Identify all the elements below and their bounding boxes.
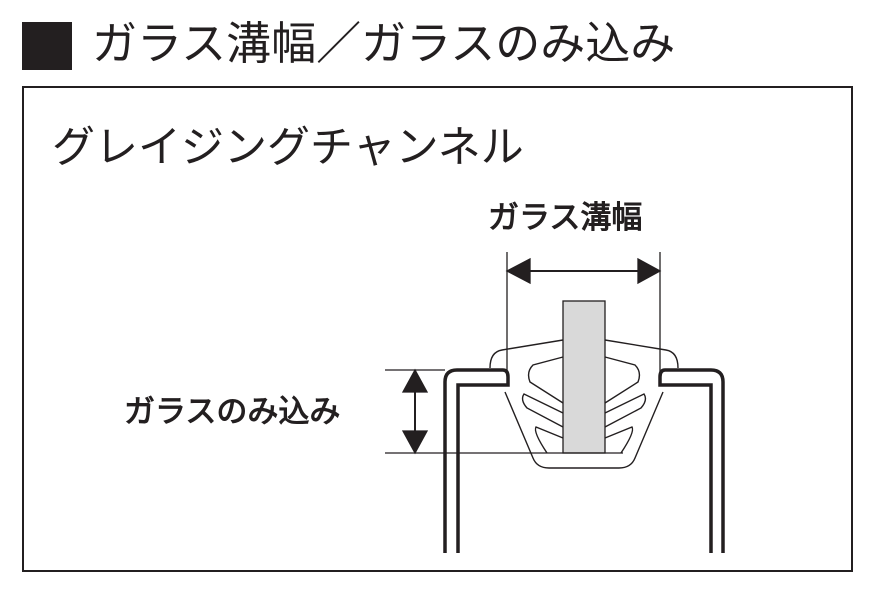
glass-bite-dimension <box>385 368 623 455</box>
groove-width-dimension <box>505 252 662 372</box>
title-square-icon <box>22 22 72 70</box>
frame-channel <box>443 368 725 553</box>
glazing-gasket <box>489 339 679 469</box>
page-title: ガラス溝幅／ガラスのみ込み <box>92 17 676 70</box>
diagram-subtitle: グレイジングチャンネル <box>52 123 524 173</box>
diagram-frame <box>22 86 853 572</box>
groove-width-label: ガラス溝幅 <box>488 200 643 236</box>
glass-bite-label: ガラスのみ込み <box>124 394 341 430</box>
glass-pane <box>562 300 606 454</box>
